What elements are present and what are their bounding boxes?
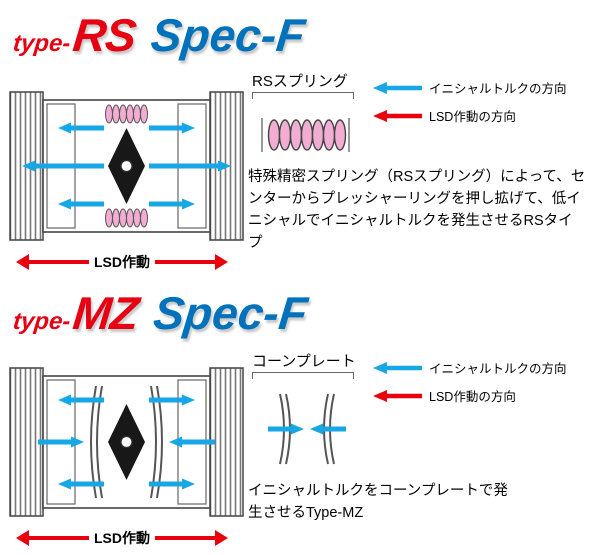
legend-lsd-label: LSD作動の方向 (429, 390, 516, 404)
legend-initial-torque-label: イニシャルトルクの方向 (429, 362, 567, 376)
arrow-right-icon (215, 254, 228, 270)
rs-initial-torque-arrows (22, 122, 231, 210)
mz-legend-lsd: LSD作動の方向 (372, 386, 516, 405)
arrow-left-icon (16, 254, 29, 270)
initial-torque-arrow-icon (373, 81, 422, 94)
mz-part-label: コーンプレート (252, 353, 356, 370)
mz-logo: type- MZ Spec-F (11, 287, 310, 339)
rs-legend-initial-torque: イニシャルトルクの方向 (372, 78, 567, 97)
rs-spring-bottom-icon (105, 208, 148, 228)
mz-legend-initial-torque: イニシャルトルクの方向 (372, 358, 567, 377)
mz-logo-model: MZ (70, 287, 141, 339)
arrow-left-icon (16, 530, 29, 546)
rs-differential-diagram (9, 91, 244, 241)
rs-logo: type- RS Spec-F (11, 9, 308, 61)
mz-part-bracket (252, 372, 354, 379)
initial-torque-arrow-icon (373, 361, 422, 374)
rs-part-bracket (252, 92, 354, 99)
mz-differential-diagram (9, 367, 244, 517)
mz-lsd-operation-label: LSD作動 (94, 530, 150, 546)
rs-legend-lsd: LSD作動の方向 (372, 106, 516, 125)
rs-spring-illustration-icon (261, 118, 350, 152)
mz-logo-spec: Spec-F (151, 287, 310, 339)
rs-logo-prefix: type- (11, 30, 72, 57)
rs-logo-spec: Spec-F (148, 9, 308, 61)
rs-description: 特殊精密スプリング（RSスプリング）によって、センターからプレッシャーリングを押… (248, 169, 586, 252)
mz-lsd-operation-arrow: LSD作動 (16, 530, 228, 546)
mz-cone-plate-illustration-icon (268, 393, 346, 465)
rs-center-cam (108, 128, 145, 204)
rs-part-label: RSスプリング (252, 73, 348, 90)
rs-spring-top-icon (105, 104, 148, 124)
mz-left-clutch-pack (9, 367, 44, 517)
cone-press-arrows (268, 423, 346, 435)
mz-initial-torque-arrows (38, 394, 215, 490)
rs-lsd-operation-label: LSD作動 (94, 254, 150, 270)
mz-description: イニシャルトルクをコーンプレートで発生させるType-MZ (248, 483, 508, 522)
rs-logo-model: RS (70, 9, 138, 61)
mz-center-cam (108, 404, 145, 480)
arrow-right-icon (215, 530, 228, 546)
rs-lsd-operation-arrow: LSD作動 (16, 254, 228, 270)
mz-logo-prefix: type- (11, 308, 72, 335)
legend-initial-torque-label: イニシャルトルクの方向 (429, 82, 567, 96)
lsd-direction-arrow-icon (373, 389, 422, 402)
lsd-direction-arrow-icon (373, 109, 422, 122)
legend-lsd-label: LSD作動の方向 (429, 110, 516, 124)
mz-right-clutch-pack (209, 367, 244, 517)
